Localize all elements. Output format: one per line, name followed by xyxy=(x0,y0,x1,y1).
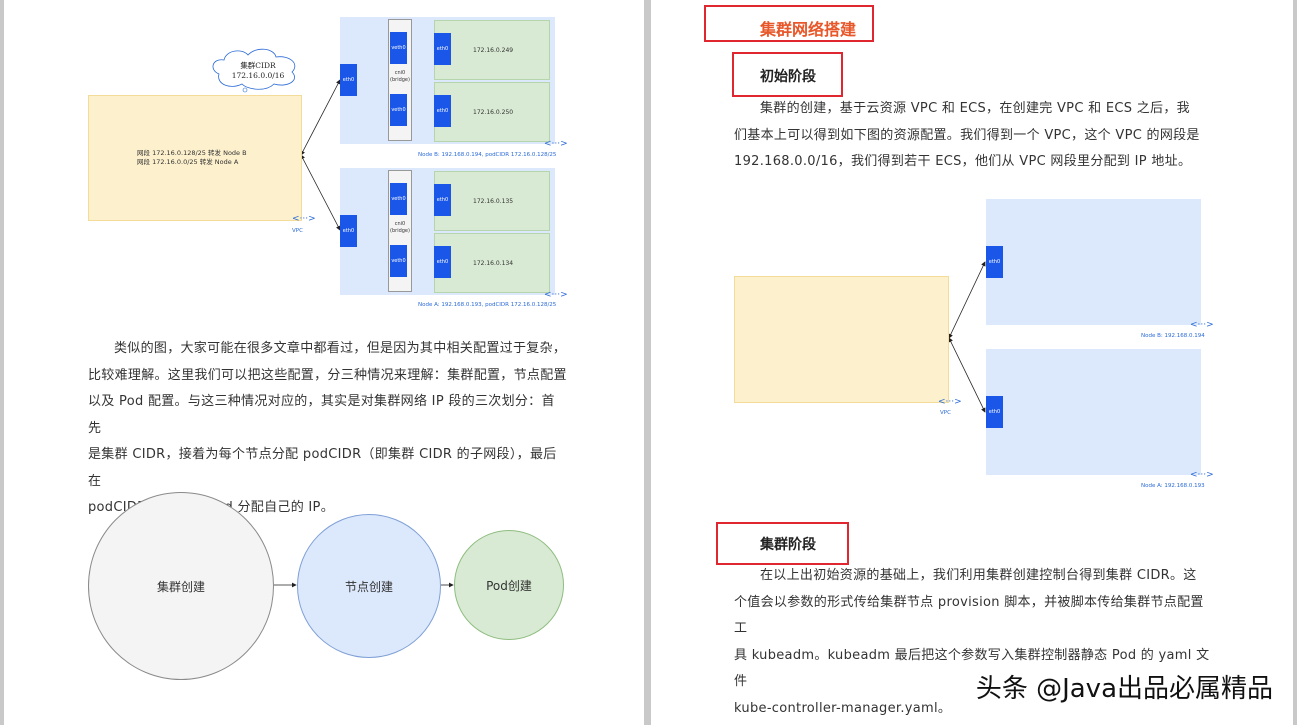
watermark: 头条 @Java出品必属精品 xyxy=(975,674,1273,704)
sub2-title: 集群阶段 xyxy=(760,537,816,553)
route-rule-b: 网段 172.16.0.128/25 转发 Node B xyxy=(137,149,247,157)
node-a-pod-top: 172.16.0.135 xyxy=(434,171,550,231)
pod-ip: 172.16.0.134 xyxy=(473,260,514,267)
node-b-pod-top-eth0: eth0 xyxy=(434,33,451,65)
node-a-net-icon: <···> xyxy=(544,290,568,300)
cluster-cidr-cloud: 集群CIDR 172.16.0.0/16 xyxy=(222,61,294,81)
cloud-shape xyxy=(212,48,296,90)
node-a-veth-top: veth0 xyxy=(390,183,407,215)
node-b-eth0: eth0 xyxy=(340,64,357,96)
para-line: 是集群 CIDR，接着为每个节点分配 podCIDR（即集群 CIDR 的子网段… xyxy=(88,447,557,489)
vpc-icon: <···> xyxy=(292,214,316,224)
pod-ip: 172.16.0.135 xyxy=(473,198,514,205)
route-table-text: 网段 172.16.0.128/25 转发 Node B 网段 172.16.0… xyxy=(137,149,247,167)
vpc-label: VPC xyxy=(292,228,303,234)
para-line: 类似的图，大家可能在很多文章中都看过，但是因为其中相关配置过于复杂， xyxy=(114,341,567,356)
ecs-node-b-eth0: eth0 xyxy=(986,246,1003,278)
node-b-veth-top: veth0 xyxy=(390,32,407,64)
pod-ip: 172.16.0.249 xyxy=(473,47,514,54)
para-line: 192.168.0.0/16，我们得到若干 ECS，他们从 VPC 网段里分配到… xyxy=(734,154,1192,169)
para-line: 集群的创建，基于云资源 VPC 和 ECS，在创建完 VPC 和 ECS 之后，… xyxy=(760,101,1190,116)
pod-ip: 172.16.0.250 xyxy=(473,109,514,116)
right-page: 集群网络搭建 初始阶段 集群的创建，基于云资源 VPC 和 ECS，在创建完 V… xyxy=(651,0,1293,725)
node-a-net-icon: <···> xyxy=(1190,470,1214,480)
para-line: 具 kubeadm。kubeadm 最后把这个参数写入集群控制器静态 Pod 的… xyxy=(734,647,1210,690)
section-title: 集群网络搭建 xyxy=(760,20,857,39)
flow-cluster-create: 集群创建 xyxy=(88,492,274,680)
node-a-veth-bottom: veth0 xyxy=(390,245,407,277)
route-rule-a: 网段 172.16.0.0/25 转发 Node A xyxy=(137,158,239,166)
ecs-node-b-label: Node B: 192.168.0.194 xyxy=(1141,333,1205,339)
flow-step-label: Pod创建 xyxy=(486,578,532,593)
para-line: 以及 Pod 配置。与这三种情况对应的，其实是对集群网络 IP 段的三次划分：首… xyxy=(88,394,555,436)
section-title-highlight xyxy=(704,5,874,42)
node-b-veth-bottom: veth0 xyxy=(390,94,407,126)
cloud-title: 集群CIDR xyxy=(240,61,276,70)
node-b-bridge-label: cni0 (bridge) xyxy=(390,70,410,83)
flow-step-label: 节点创建 xyxy=(344,579,393,594)
ecs-node-a-label: Node A: 192.168.0.193 xyxy=(1141,483,1205,489)
para-line: kube-controller-manager.yaml。 xyxy=(734,700,952,716)
node-a-eth0: eth0 xyxy=(340,215,357,247)
sub1-highlight xyxy=(732,52,843,97)
ecs-node-b-box xyxy=(986,199,1201,325)
vpc-icon: <···> xyxy=(938,397,962,407)
ecs-node-a-box xyxy=(986,349,1201,475)
node-a-pod-bottom: 172.16.0.134 xyxy=(434,233,550,293)
flow-node-create: 节点创建 xyxy=(297,514,441,658)
cloud-cidr: 172.16.0.0/16 xyxy=(231,71,285,80)
node-b-pod-bottom-eth0: eth0 xyxy=(434,95,451,127)
para-line: 在以上出初始资源的基础上，我们利用集群创建控制台得到集群 CIDR。这 xyxy=(760,568,1197,583)
node-a-pod-bottom-eth0: eth0 xyxy=(434,246,451,278)
node-b-net-icon: <···> xyxy=(1190,320,1214,330)
node-a-pod-top-eth0: eth0 xyxy=(434,184,451,216)
node-b-label: Node B: 192.168.0.194, podCIDR 172.16.0.… xyxy=(418,152,557,158)
left-page: 集群CIDR 172.16.0.0/16 网段 172.16.0.128/25 … xyxy=(4,0,644,725)
para-line: 个值会以参数的形式传给集群节点 provision 脚本，并被脚本传给集群节点配… xyxy=(734,594,1204,637)
vpc-diagram-connectors xyxy=(948,261,986,413)
route-table-box: 网段 172.16.0.128/25 转发 Node B 网段 172.16.0… xyxy=(88,95,302,221)
node-b-pod-top: 172.16.0.249 xyxy=(434,20,550,80)
sub2-paragraph: 在以上出初始资源的基础上，我们利用集群创建控制台得到集群 CIDR。这 个值会以… xyxy=(734,563,1214,722)
flow-pod-create: Pod创建 xyxy=(454,530,564,640)
node-b-net-icon: <···> xyxy=(544,139,568,149)
para-line: 们基本上可以得到如下图的资源配置。我们得到一个 VPC，这个 VPC 的网段是 xyxy=(734,127,1200,143)
ecs-node-a-eth0: eth0 xyxy=(986,396,1003,428)
vpc-route-box xyxy=(734,276,949,403)
sub1-title: 初始阶段 xyxy=(760,69,816,85)
sub1-paragraph: 集群的创建，基于云资源 VPC 和 ECS，在创建完 VPC 和 ECS 之后，… xyxy=(734,96,1214,176)
node-b-pod-bottom: 172.16.0.250 xyxy=(434,82,550,142)
node-a-bridge-label: cni0 (bridge) xyxy=(390,221,410,234)
sub2-highlight xyxy=(716,522,849,565)
para-line: 比较难理解。这里我们可以把这些配置，分三种情况来理解：集群配置，节点配置 xyxy=(88,367,567,383)
node-a-label: Node A: 192.168.0.193, podCIDR 172.16.0.… xyxy=(418,302,557,308)
vpc-label: VPC xyxy=(940,410,951,416)
flow-step-label: 集群创建 xyxy=(156,579,205,594)
